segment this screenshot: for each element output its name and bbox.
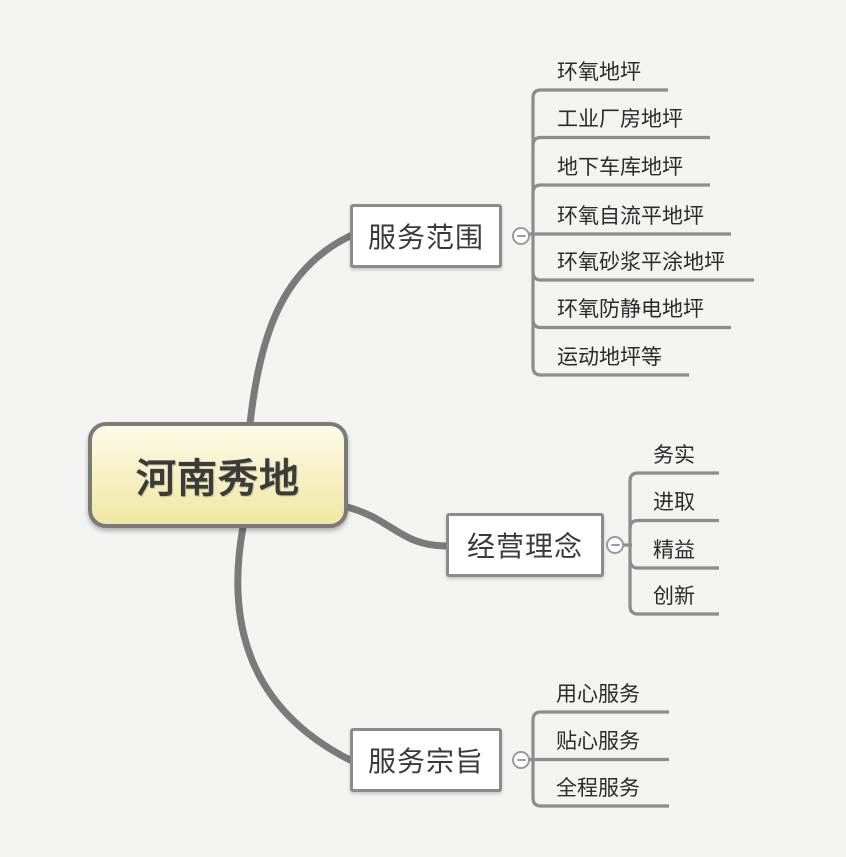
minus-icon: [516, 235, 526, 237]
subtopic-considerate-service[interactable]: 贴心服务: [556, 730, 640, 753]
subtopic-sports-floor[interactable]: 运动地坪等: [557, 346, 662, 369]
curve-to-business-philosophy: [343, 503, 450, 550]
curve-to-service-scope: [246, 232, 354, 428]
collapse-button-business-philosophy[interactable]: [606, 536, 624, 554]
subtopic-underground-garage-floor[interactable]: 地下车库地坪: [557, 156, 683, 179]
curve-to-service-purpose: [234, 523, 354, 764]
business-philosophy-child-lines: [623, 471, 719, 616]
subtopic-anti-static-floor[interactable]: 环氧防静电地坪: [557, 298, 704, 321]
subtopic-full-service[interactable]: 全程服务: [556, 777, 640, 800]
subtopic-self-leveling-floor[interactable]: 环氧自流平地坪: [557, 205, 704, 228]
subtopic-lean[interactable]: 精益: [653, 539, 695, 562]
subtopic-epoxy-floor[interactable]: 环氧地坪: [557, 61, 641, 84]
subtopic-innovation[interactable]: 创新: [653, 585, 695, 608]
branch-topic-service-purpose[interactable]: 服务宗旨: [350, 728, 502, 792]
branch-topic-service-scope[interactable]: 服务范围: [350, 204, 502, 268]
minus-icon: [610, 544, 620, 546]
service-purpose-child-lines: [529, 710, 669, 808]
subtopic-enterprising[interactable]: 进取: [653, 491, 695, 514]
collapse-button-service-scope[interactable]: [512, 227, 530, 245]
subtopic-pragmatic[interactable]: 务实: [653, 444, 695, 467]
subtopic-mortar-coating-floor[interactable]: 环氧砂浆平涂地坪: [557, 251, 725, 274]
minus-icon: [516, 759, 526, 761]
collapse-button-service-purpose[interactable]: [512, 751, 530, 769]
subtopic-attentive-service[interactable]: 用心服务: [556, 683, 640, 706]
service-scope-child-lines: [529, 88, 754, 377]
subtopic-industrial-plant-floor[interactable]: 工业厂房地坪: [557, 108, 683, 131]
root-branch-curves: [234, 232, 450, 764]
central-topic[interactable]: 河南秀地: [88, 422, 348, 528]
branch-topic-business-philosophy[interactable]: 经营理念: [446, 513, 604, 577]
